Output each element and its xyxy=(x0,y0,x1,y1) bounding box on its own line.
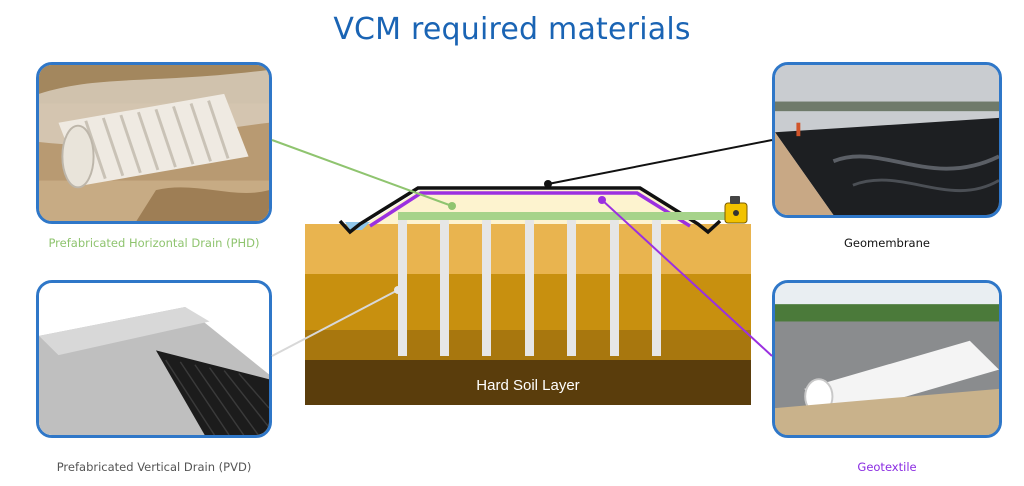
pvd-leader-line xyxy=(271,289,399,357)
vertical-drain xyxy=(610,220,619,356)
geomembrane-layer xyxy=(338,186,722,235)
vacuum-pump-icon xyxy=(724,196,748,224)
vertical-drain xyxy=(525,220,534,356)
geomembrane-leader-line xyxy=(547,139,773,185)
hard-soil-layer xyxy=(305,360,751,405)
vertical-drains xyxy=(398,220,661,356)
phd-caption: Prefabricated Horizontal Drain (PHD) xyxy=(48,236,260,250)
pvd-photo xyxy=(36,280,272,438)
phd-leader-line xyxy=(271,139,453,207)
vertical-drain xyxy=(440,220,449,356)
page-title: VCM required materials xyxy=(333,12,691,47)
geotextile-layer xyxy=(369,191,691,228)
vertical-drain xyxy=(482,220,491,356)
vertical-drain xyxy=(567,220,576,356)
phd-leader-dot xyxy=(448,202,456,210)
horizontal-drain xyxy=(398,212,728,220)
geomembrane-photo xyxy=(772,62,1002,218)
geotextile-leader-dot xyxy=(598,196,606,204)
geotextile-photo xyxy=(772,280,1002,438)
geotextile-caption: Geotextile xyxy=(857,460,917,474)
geomembrane-leader-dot xyxy=(544,180,552,188)
pvd-leader-dot xyxy=(394,286,402,294)
phd-photo xyxy=(36,62,272,224)
vertical-drain xyxy=(652,220,661,356)
pvd-caption: Prefabricated Vertical Drain (PVD) xyxy=(56,460,252,474)
geomembrane-caption: Geomembrane xyxy=(844,236,930,250)
geotextile-leader-line xyxy=(601,199,773,357)
vertical-drain xyxy=(398,220,407,356)
hard-soil-label: Hard Soil Layer xyxy=(476,377,579,394)
